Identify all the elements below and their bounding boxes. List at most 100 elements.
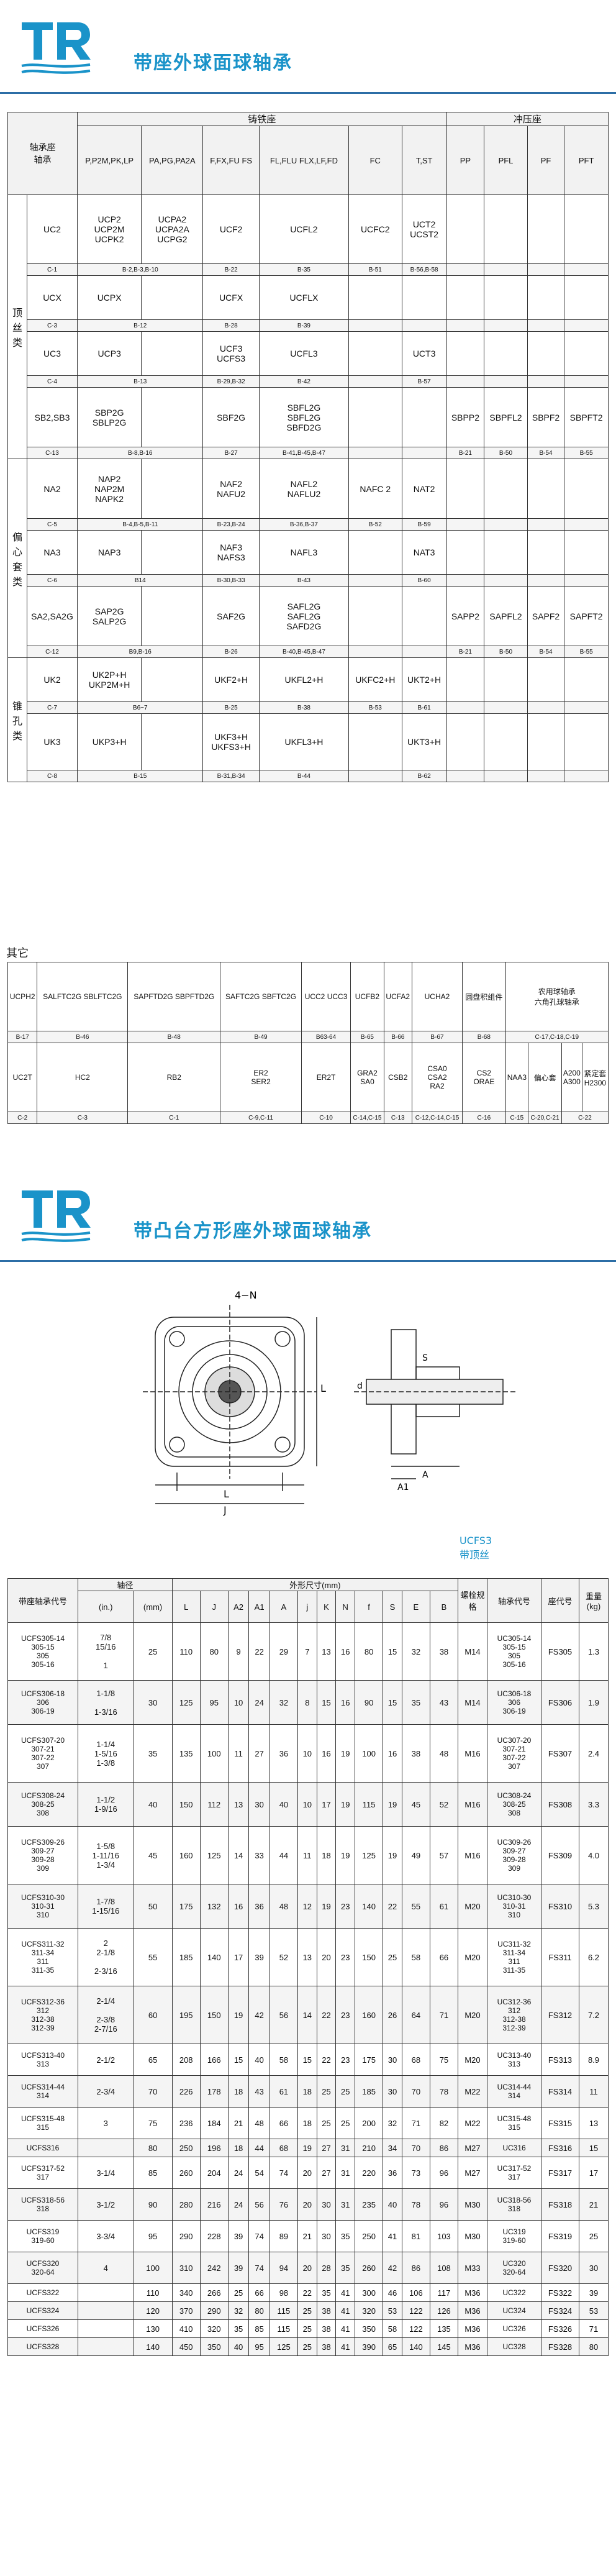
matrix-cell: NAFL2 NAFLU2 xyxy=(258,459,350,519)
technical-drawing: 4−N J L L A A1 S d xyxy=(143,1289,515,1516)
table-cell: 58 xyxy=(383,2319,402,2338)
table-cell: 18 xyxy=(297,2107,317,2139)
table-cell: UC317-52 317 xyxy=(487,2157,541,2189)
table-cell: 10 xyxy=(227,1680,250,1725)
table-cell: 45 xyxy=(401,1782,430,1827)
table-cell: UC319 319-60 xyxy=(487,2220,541,2252)
table-cell: 41 xyxy=(335,2283,356,2302)
table-cell: 7/8 15/16 1 xyxy=(78,1622,134,1681)
table-cell: 160 xyxy=(355,1986,384,2044)
table-cell: 95 xyxy=(199,1680,229,1725)
table-cell: 15 xyxy=(316,1680,337,1725)
ref-cell: B-44 xyxy=(258,770,350,782)
ref-cell: B-57 xyxy=(401,375,447,388)
matrix-cell xyxy=(484,459,528,519)
table-cell: 74 xyxy=(248,2220,270,2252)
table-cell: 95 xyxy=(133,2220,173,2252)
ref-cell: B-29,B-32 xyxy=(202,375,260,388)
ref-cell xyxy=(564,574,609,587)
table-cell: 86 xyxy=(429,2139,459,2157)
table-cell: 56 xyxy=(269,1986,298,2044)
table-cell: 115 xyxy=(269,2319,298,2338)
ref-cell xyxy=(564,375,609,388)
matrix-cell xyxy=(564,331,609,376)
ref-cell: B-49 xyxy=(220,1031,302,1043)
other-cell: UCC2 UCC3 xyxy=(301,962,351,1031)
table-cell: M30 xyxy=(458,2188,487,2221)
other-cell: CSA0 CSA2 RA2 xyxy=(411,1043,463,1112)
other-cell: RB2 xyxy=(127,1043,221,1112)
table-cell: 74 xyxy=(269,2157,298,2189)
other-cell: A200 A300 xyxy=(561,1043,582,1112)
table-cell: UCFS320 320-64 xyxy=(7,2252,78,2284)
ref-cell: C-22 xyxy=(561,1112,609,1124)
table-cell: 23 xyxy=(335,1884,356,1929)
matrix-cell: UCF3 UCFS3 xyxy=(202,331,260,376)
other-cell: SAPFTD2G SBPFTD2G xyxy=(127,962,221,1031)
svg-text:A: A xyxy=(422,1470,428,1480)
table-cell: FS316 xyxy=(541,2139,579,2157)
table-cell: 74 xyxy=(248,2252,270,2284)
table-cell: 80 xyxy=(199,1622,229,1681)
column-header: 螺栓规格 xyxy=(458,1578,487,1623)
matrix-cell: NAFL3 xyxy=(258,530,350,575)
table-cell: M22 xyxy=(458,2075,487,2108)
table-cell: 43 xyxy=(248,2075,270,2108)
matrix-cell xyxy=(141,586,204,646)
ref-cell: C-6 xyxy=(27,574,78,587)
table-cell: 75 xyxy=(133,2107,173,2139)
table-cell: 70 xyxy=(401,2075,430,2108)
table-cell: 100 xyxy=(355,1724,384,1783)
table-cell: 42 xyxy=(248,1986,270,2044)
matrix-cell: UCPA2 UCPA2A UCPG2 xyxy=(141,194,204,264)
matrix-cell xyxy=(348,530,402,575)
table-cell: 1-1/4 1-5/16 1-3/8 xyxy=(78,1724,134,1783)
table-cell: 11 xyxy=(297,1826,317,1884)
table-cell: 185 xyxy=(171,1928,201,1986)
ref-cell: B63-64 xyxy=(301,1031,351,1043)
table-cell: 120 xyxy=(133,2301,173,2320)
ref-cell: B-21 xyxy=(446,447,485,459)
ref-cell xyxy=(527,375,565,388)
table-cell: UCFS307-20 307-21 307-22 307 xyxy=(7,1724,78,1783)
other-cell: CS2 ORAE xyxy=(462,1043,506,1112)
table-cell: 48 xyxy=(429,1724,459,1783)
table-cell: 11 xyxy=(227,1724,250,1783)
table-cell: UCFS328 xyxy=(7,2337,78,2356)
matrix-cell: UCT2 UCST2 xyxy=(401,194,447,264)
ref-cell: B-59 xyxy=(401,518,447,531)
table-cell: 35 xyxy=(401,1680,430,1725)
table-cell: M16 xyxy=(458,1782,487,1827)
matrix-cell: SAPP2 xyxy=(446,586,485,646)
ref-cell: B-40,B-45,B-47 xyxy=(258,646,350,658)
table-cell: 2 2-1/8 2-3/16 xyxy=(78,1928,134,1986)
other-cell: 农用球轴承 六角孔球轴承 xyxy=(505,962,609,1031)
group-label: 偏 心 套 类 xyxy=(7,459,27,658)
table-cell: 110 xyxy=(171,1622,201,1681)
table-cell: 29 xyxy=(269,1622,298,1681)
table-cell: UCFS308-24 308-25 308 xyxy=(7,1782,78,1827)
table-cell: 2-1/2 xyxy=(78,2044,134,2076)
table-cell: UC306-18 306 306-19 xyxy=(487,1680,541,1725)
ref-cell: B-50 xyxy=(484,646,528,658)
table-cell: 35 xyxy=(316,2283,337,2302)
table-cell: 16 xyxy=(335,1680,356,1725)
other-cell: UCFB2 xyxy=(350,962,384,1031)
table-cell: 18 xyxy=(227,2139,250,2157)
column-subheader: j xyxy=(297,1591,317,1623)
column-subheader: N xyxy=(335,1591,356,1623)
catalog-sheet-2: 带凸台方形座外球面球轴承 4−N J xyxy=(0,1168,616,2576)
table-cell: 25 xyxy=(133,1622,173,1681)
matrix-cell: UKFC2+H xyxy=(348,657,402,702)
ref-cell: B-68 xyxy=(462,1031,506,1043)
